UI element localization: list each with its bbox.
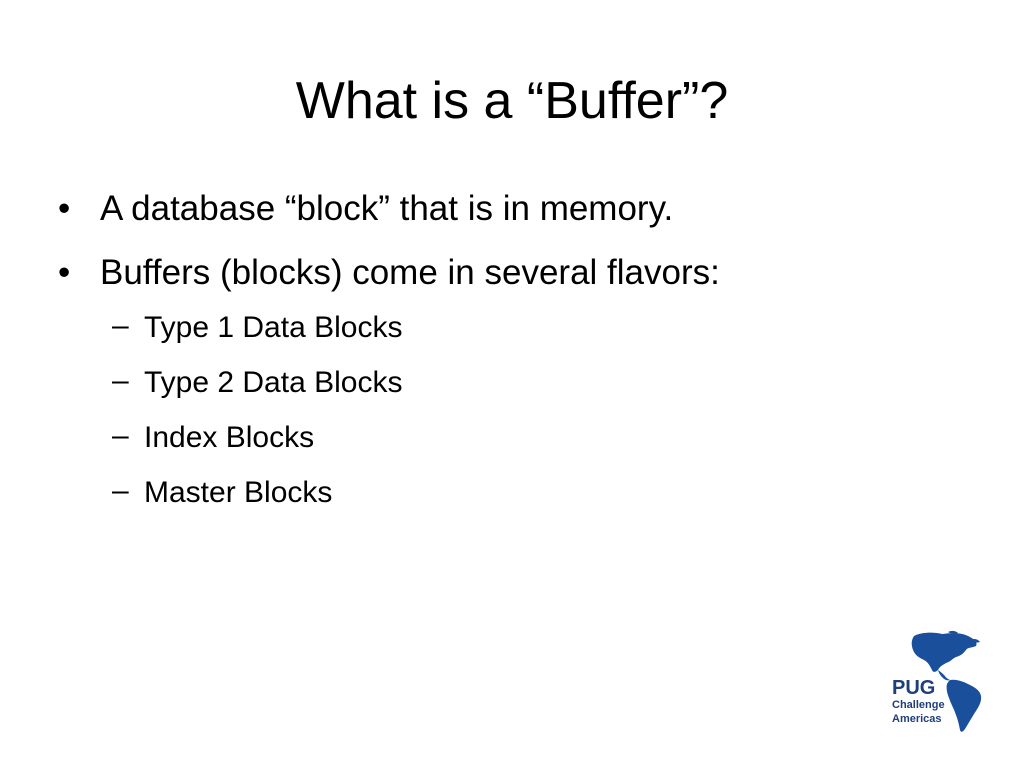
sub-bullet-list: – Type 1 Data Blocks – Type 2 Data Block… (56, 309, 956, 511)
sub-bullet-item: – Master Blocks (56, 474, 956, 511)
dash-mark: – (112, 419, 129, 452)
sub-bullet-text: Type 1 Data Blocks (144, 311, 403, 344)
bullet-text: Buffers (blocks) come in several flavors… (100, 253, 720, 292)
dash-mark: – (112, 309, 129, 342)
logo-subtitle-line2: Americas (892, 713, 942, 725)
sub-bullet-text: Type 2 Data Blocks (144, 366, 403, 399)
pug-challenge-logo: PUG Challenge Americas (888, 630, 988, 734)
sub-bullet-item: – Index Blocks (56, 419, 956, 456)
bullet-item: • A database “block” that is in memory. (56, 188, 956, 230)
dash-mark: – (112, 474, 129, 507)
sub-bullet-item: – Type 2 Data Blocks (56, 364, 956, 401)
sub-bullet-text: Index Blocks (144, 421, 315, 454)
bullet-item: • Buffers (blocks) come in several flavo… (56, 252, 956, 294)
bullet-list: • A database “block” that is in memory. … (56, 188, 956, 294)
bullet-mark: • (58, 253, 71, 292)
logo-title: PUG (892, 677, 936, 699)
dash-mark: – (112, 364, 129, 397)
logo-subtitle-line1: Challenge (892, 699, 945, 711)
slide-content: • A database “block” that is in memory. … (56, 188, 956, 530)
slide-title: What is a “Buffer”? (295, 72, 729, 130)
sub-bullet-item: – Type 1 Data Blocks (56, 309, 956, 346)
sub-bullet-text: Master Blocks (144, 476, 333, 509)
bullet-mark: • (58, 189, 71, 228)
bullet-text: A database “block” that is in memory. (100, 189, 674, 228)
americas-globe-icon (911, 630, 982, 732)
